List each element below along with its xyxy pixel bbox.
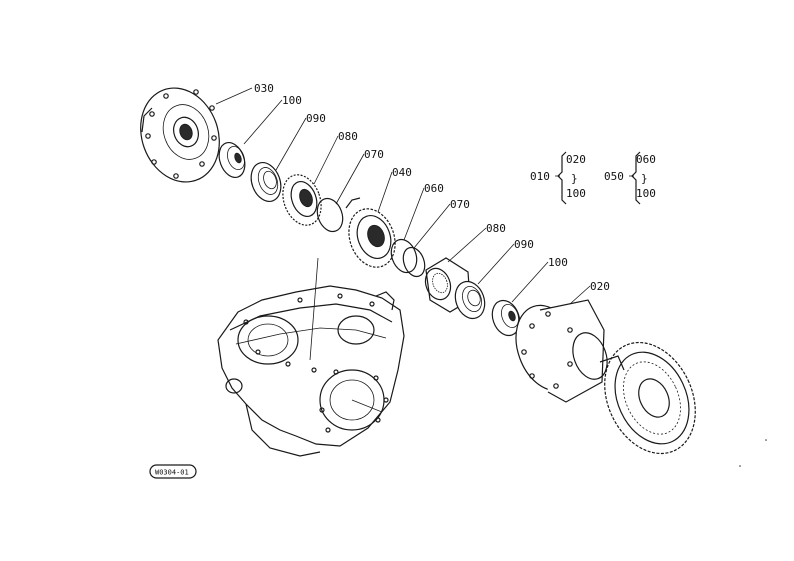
group-010-bottom: 100 xyxy=(566,187,586,200)
callout-080-lower: 080 xyxy=(486,222,506,235)
group-050-top: 060 xyxy=(636,153,656,166)
callout-080-upper: 080 xyxy=(338,130,358,143)
callout-100-lower: 100 xyxy=(548,256,568,269)
part-090-ring-upper xyxy=(250,162,282,202)
callout-090-lower: 090 xyxy=(514,238,534,251)
callout-060: 060 xyxy=(424,182,444,195)
part-030-flange-cover xyxy=(140,87,220,183)
group-010-label: 010 xyxy=(530,170,550,183)
callout-090-upper: 090 xyxy=(306,112,326,125)
part-100-bearing-upper xyxy=(218,141,246,179)
callout-040: 040 xyxy=(392,166,412,179)
speck xyxy=(765,439,767,441)
part-090-ring-lower xyxy=(454,280,486,320)
part-070-snap-ring-upper xyxy=(316,197,344,233)
group-050: 050 060 } 100 xyxy=(604,151,656,205)
ring-gear xyxy=(599,341,696,455)
callout-020: 020 xyxy=(590,280,610,293)
speck xyxy=(739,465,741,467)
callout-070-upper: 070 xyxy=(364,148,384,161)
transmission-housing xyxy=(217,257,405,457)
group-010-top: 020 xyxy=(566,153,586,166)
callout-070-lower: 070 xyxy=(450,198,470,211)
part-060-ring xyxy=(390,238,418,274)
group-050-bottom: 100 xyxy=(636,187,656,200)
part-070-snap-ring-lower xyxy=(402,246,426,278)
callout-030: 030 xyxy=(254,82,274,95)
group-010: 010 020 } 100 xyxy=(530,151,586,205)
callout-100-upper: 100 xyxy=(282,94,302,107)
group-050-label: 050 xyxy=(604,170,624,183)
figure-code: W0304-01 xyxy=(155,469,189,477)
figure-code-badge: W0304-01 xyxy=(149,464,197,479)
part-040-main-gear xyxy=(345,197,396,268)
group-050-mid: } xyxy=(641,172,648,185)
group-010-mid: } xyxy=(571,172,578,185)
part-100-bearing-lower xyxy=(491,299,521,337)
callout-labels: 030 100 090 080 070 040 060 070 080 090 … xyxy=(254,82,610,293)
leader-lines xyxy=(215,87,591,305)
part-080-gear-upper xyxy=(282,174,322,226)
part-020-differential-case xyxy=(515,299,608,403)
